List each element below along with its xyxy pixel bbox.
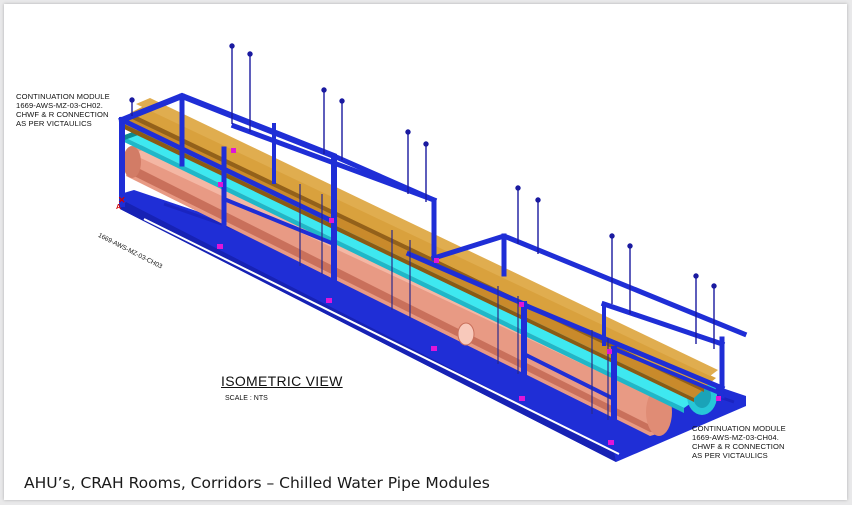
note-line: CHWF & R CONNECTION bbox=[16, 110, 109, 119]
note-line: CHWF & R CONNECTION bbox=[692, 442, 785, 451]
note-continuation-ch02: CONTINUATION MODULE 1669-AWS-MZ-03-CH02.… bbox=[16, 92, 110, 128]
view-scale: SCALE : NTS bbox=[225, 395, 268, 402]
section-marker-letter: A bbox=[116, 204, 122, 211]
hanger-rods bbox=[129, 43, 717, 349]
note-line: 1669-AWS-MZ-03-CH02. bbox=[16, 101, 103, 110]
node-markers bbox=[217, 148, 721, 445]
figure-caption: AHU’s, CRAH Rooms, Corridors – Chilled W… bbox=[24, 474, 490, 492]
note-line: CONTINUATION MODULE bbox=[16, 92, 110, 101]
note-line: AS PER VICTAULICS bbox=[692, 451, 768, 460]
note-line: AS PER VICTAULICS bbox=[16, 119, 92, 128]
steel-frame bbox=[118, 92, 748, 445]
note-line: 1669-AWS-MZ-03-CH04. bbox=[692, 433, 779, 442]
note-continuation-ch04: CONTINUATION MODULE 1669-AWS-MZ-03-CH04.… bbox=[692, 424, 786, 460]
view-title: ISOMETRIC VIEW bbox=[221, 373, 343, 389]
note-line: CONTINUATION MODULE bbox=[692, 424, 786, 433]
isometric-drawing bbox=[118, 43, 748, 462]
section-marker-cross: ✕ bbox=[118, 195, 126, 205]
figure-frame: CONTINUATION MODULE 1669-AWS-MZ-03-CH02.… bbox=[4, 4, 847, 500]
